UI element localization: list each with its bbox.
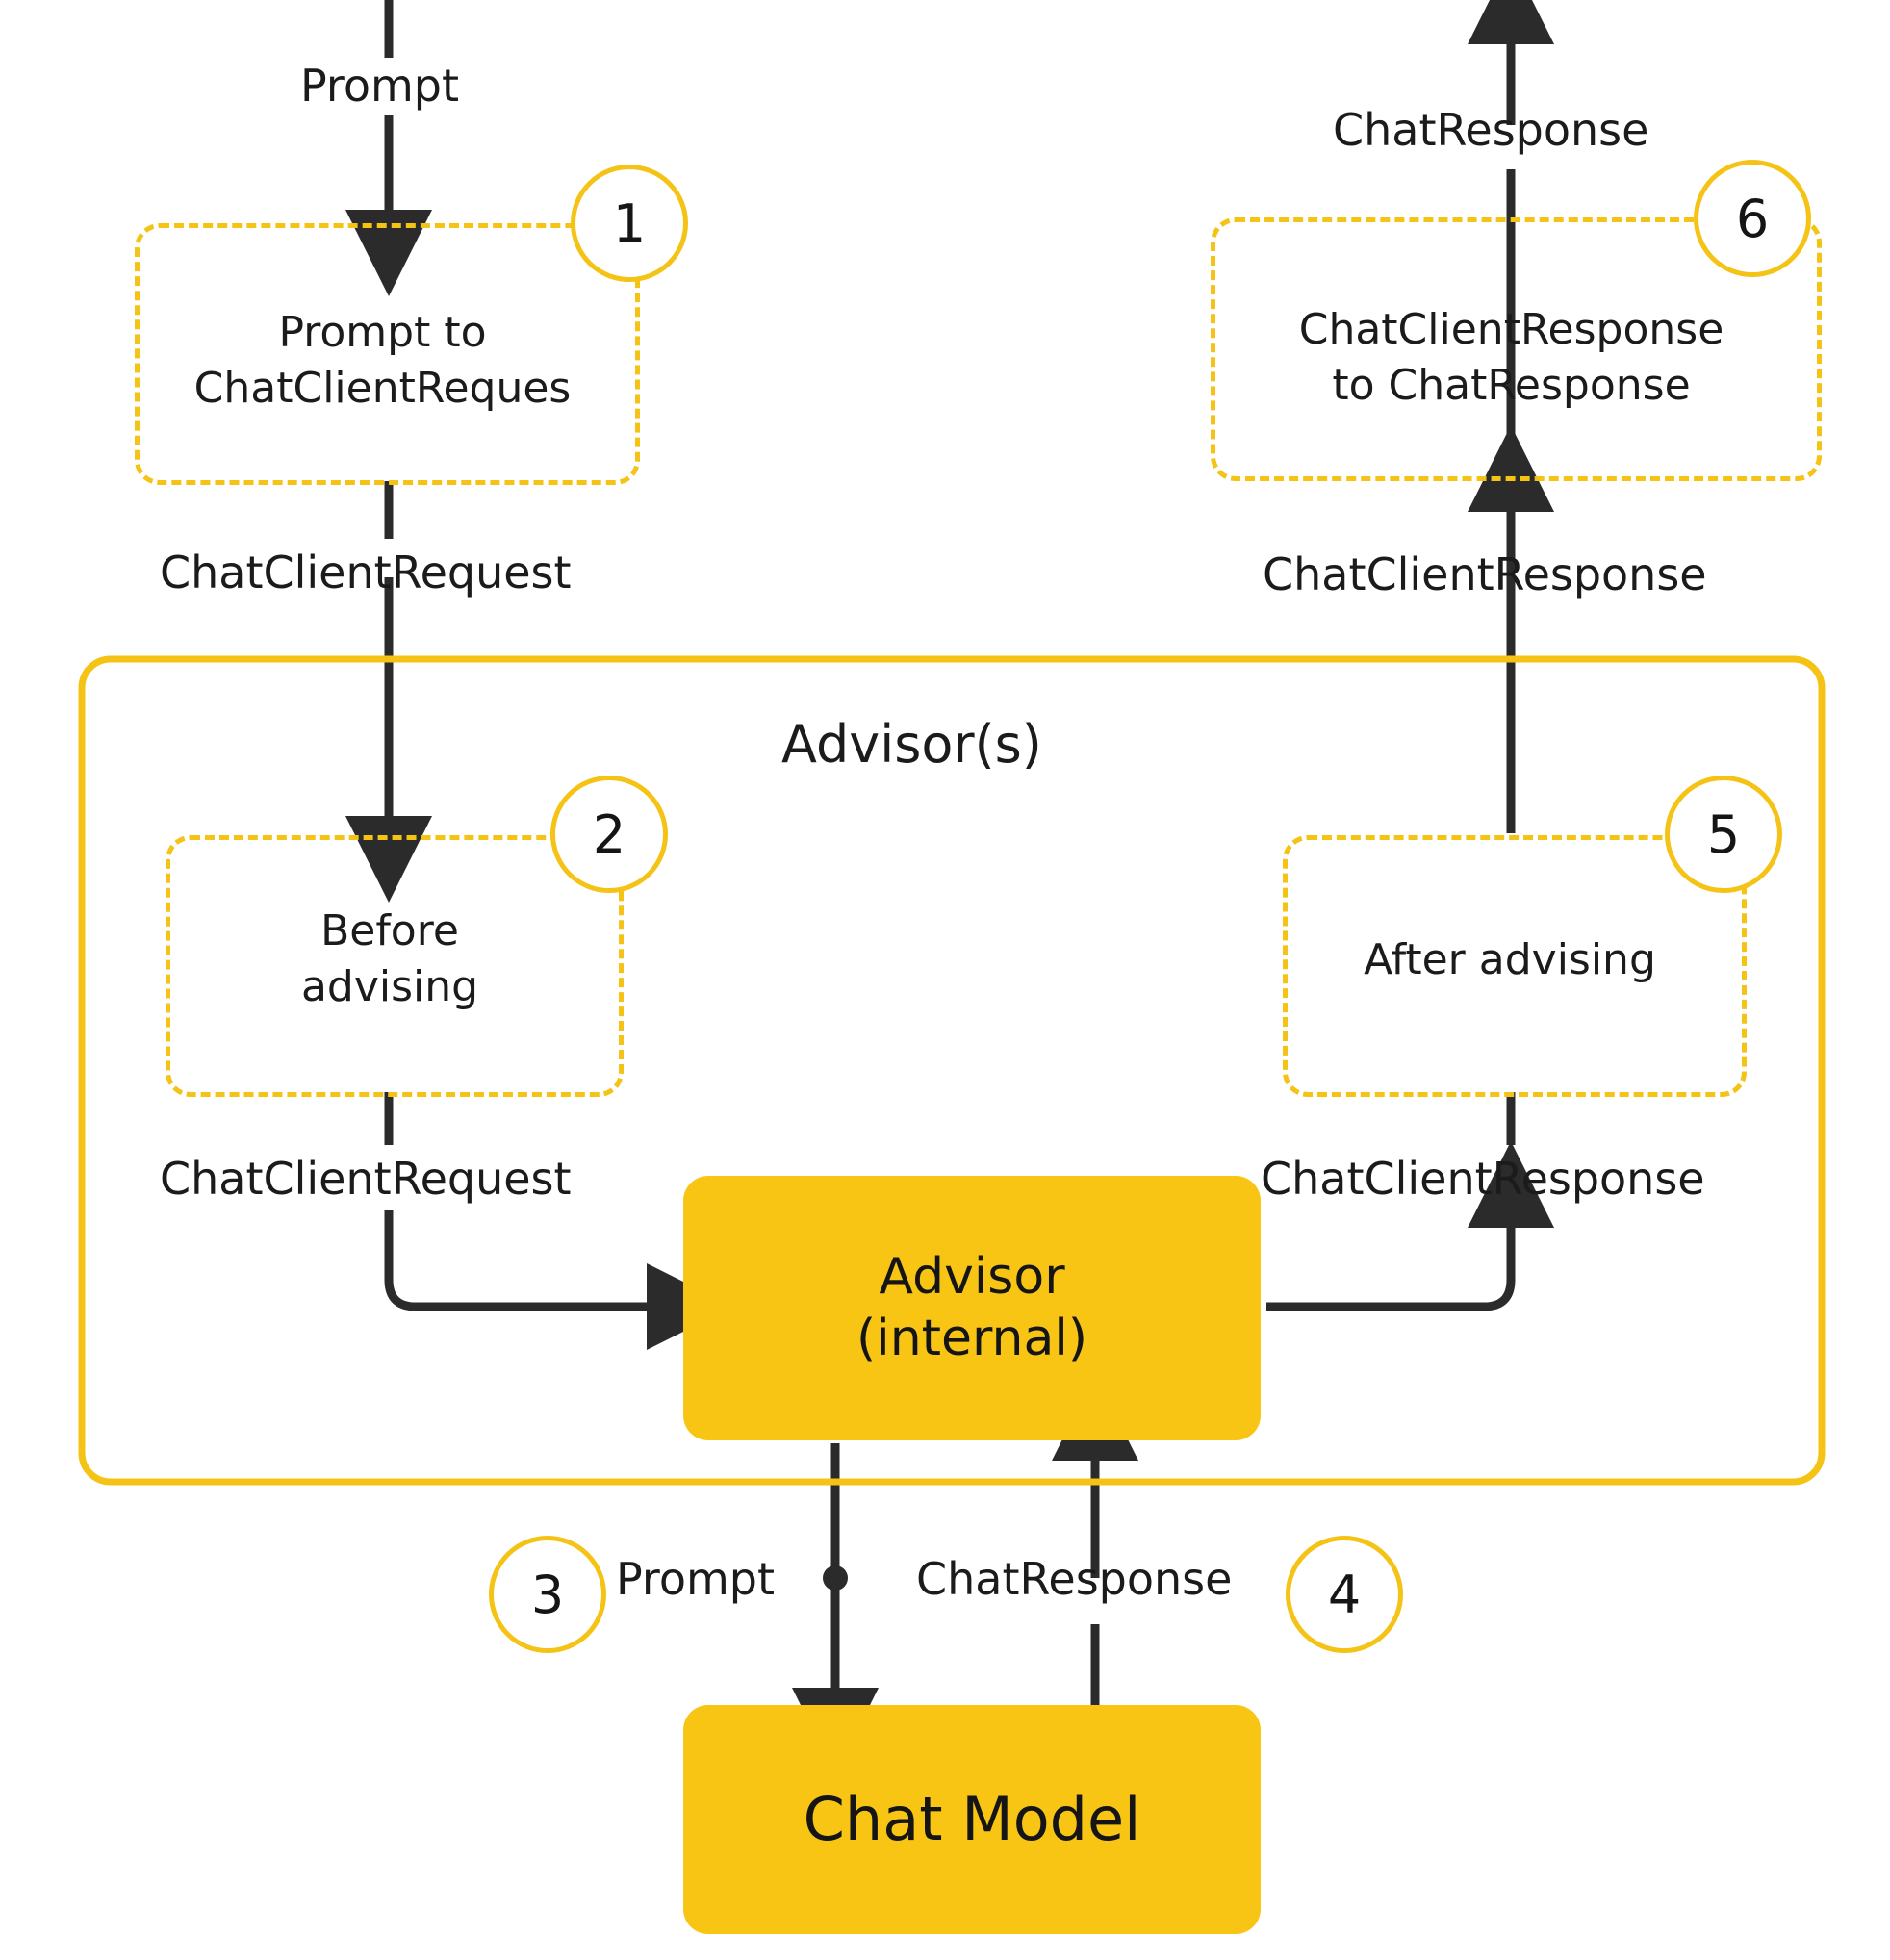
step-6-number: 6	[1735, 188, 1770, 249]
step-5-number: 5	[1706, 803, 1741, 865]
step-6-label-line2: to ChatResponse	[1332, 361, 1691, 410]
step-2-number: 2	[592, 803, 626, 865]
advisor-internal-line2: (internal)	[856, 1309, 1088, 1367]
chat-model-label: Chat Model	[803, 1784, 1141, 1855]
step-1-label-line1: Prompt to	[278, 308, 487, 357]
step-5-label-line1: After advising	[1364, 935, 1656, 984]
step-2-label-line2: advising	[300, 962, 479, 1011]
edge-label-output-chatresponse: ChatResponse	[1333, 104, 1649, 156]
advisor-internal-label: Advisor(internal)	[856, 1247, 1087, 1369]
edge-label-chatresponse-from-model: ChatResponse	[916, 1553, 1233, 1605]
edge-label-chatclientresponse-to-step6: ChatClientResponse	[1263, 548, 1707, 600]
step-1-badge: 1	[571, 165, 688, 282]
advisors-group-title: Advisor(s)	[781, 714, 1042, 775]
step-6-badge: 6	[1694, 160, 1811, 277]
advisor-internal-line1: Advisor	[879, 1248, 1065, 1307]
step-2-box	[166, 835, 624, 1097]
edge-label-chatclientresponse-to-after: ChatClientResponse	[1261, 1153, 1705, 1205]
arrow-ccresp-to-after	[1266, 1141, 1554, 1311]
edge-label-chatclientrequest-top: ChatClientRequest	[160, 547, 572, 598]
edge-label-chatclientrequest-bottom: ChatClientRequest	[160, 1153, 572, 1205]
step-1-box	[135, 223, 640, 485]
step-2-label-line1: Before	[320, 906, 459, 955]
edge-label-input-prompt: Prompt	[300, 60, 460, 112]
chat-model-node[interactable]: Chat Model	[683, 1705, 1261, 1934]
step-6-label-line1: ChatClientResponse	[1298, 305, 1724, 354]
step-1-number: 1	[612, 192, 647, 254]
step-4-badge: 4	[1286, 1536, 1403, 1653]
step-1-label-line2: ChatClientReques	[193, 364, 572, 413]
step-5-badge: 5	[1665, 776, 1782, 893]
step-2-badge: 2	[550, 776, 668, 893]
step-3-number: 3	[530, 1564, 565, 1625]
advisor-internal-node[interactable]: Advisor(internal)	[683, 1176, 1261, 1440]
step-4-number: 4	[1327, 1564, 1362, 1625]
step-5-box	[1283, 835, 1747, 1097]
arrow-ccr-to-advisor	[384, 1210, 733, 1350]
step-6-box	[1211, 217, 1822, 481]
edge-label-prompt-to-model: Prompt	[616, 1553, 776, 1605]
junction-dot	[823, 1565, 848, 1591]
step-3-badge: 3	[489, 1536, 606, 1653]
